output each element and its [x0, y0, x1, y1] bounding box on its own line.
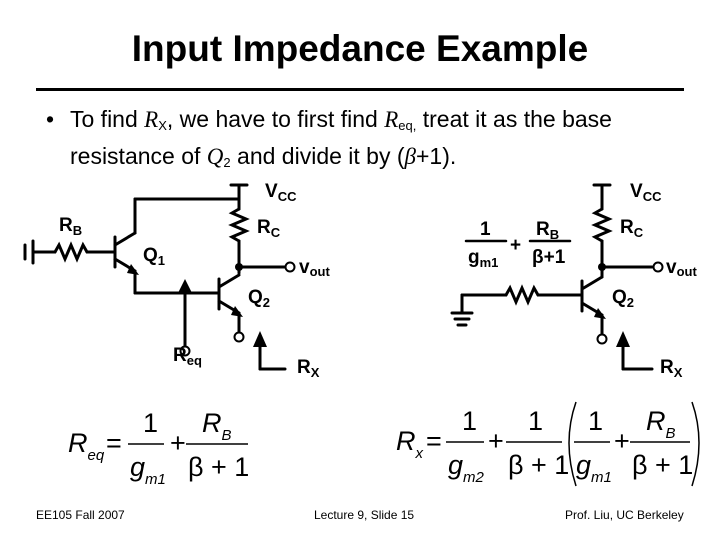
equivalent-resistor — [504, 284, 540, 306]
beta-plus-one-label: β+1 — [532, 247, 566, 268]
fraction-numerator-one: 1 — [480, 219, 491, 240]
title-divider — [36, 88, 684, 91]
gm1-denominator: gm1 — [130, 452, 166, 488]
req-lhs: Req — [68, 428, 105, 464]
q1-label: Q1 — [143, 245, 165, 268]
req-subscript: eq, — [398, 118, 417, 133]
req-arrowhead — [178, 279, 192, 293]
q2-emitter-arrow — [594, 308, 606, 319]
footer-author: Prof. Liu, UC Berkeley — [565, 508, 684, 522]
rb-resistor — [53, 241, 89, 263]
gm2-denominator: gm2 — [448, 450, 485, 486]
numerator-one: 1 — [528, 406, 543, 436]
vout-node — [598, 263, 606, 271]
beta-plus-one-denominator: β + 1 — [188, 452, 249, 482]
equals-sign: = — [106, 428, 122, 458]
right-circuit-diagram: VCC RC Q2 vout RX 1 gm1 + RB β+1 — [450, 181, 697, 380]
footer-course: EE105 Fall 2007 — [36, 508, 125, 522]
left-circuit-diagram: VCC RB RC Q1 Q2 vout Req RX — [23, 181, 330, 380]
q1-emitter-arrow — [127, 264, 139, 275]
bullet-text: To find RX, we have to first find Req, t… — [70, 104, 670, 178]
rb-label: RB — [536, 219, 559, 242]
beta-plus-one-denominator: β + 1 — [508, 450, 569, 480]
bullet-part: To find — [70, 106, 145, 132]
q2-emitter-terminal — [596, 333, 608, 345]
bullet-part: treat it as the base resistance of — [70, 106, 612, 169]
q2-collector — [217, 273, 241, 289]
q2-label: Q2 — [248, 287, 270, 310]
bullet-dot: • — [46, 106, 55, 132]
beta-symbol: β — [404, 144, 416, 169]
bullet-part: and divide it by ( — [230, 143, 405, 169]
q-subscript: 2 — [223, 155, 231, 170]
plus-sign: + — [614, 426, 630, 456]
left-parenthesis — [568, 401, 577, 487]
right-parenthesis — [691, 401, 700, 487]
q2-emitter-terminal — [233, 331, 245, 343]
q-symbol: Q — [206, 144, 224, 169]
bullet-part: , we have to first find — [166, 106, 385, 132]
plus-sign: + — [488, 426, 504, 456]
footer-slide-number: Lecture 9, Slide 15 — [314, 508, 415, 522]
rx-arrowhead — [616, 331, 630, 347]
numerator-one: 1 — [462, 406, 477, 436]
equals-sign: = — [426, 426, 442, 456]
vout-label: vout — [299, 257, 330, 279]
vout-label: vout — [666, 257, 697, 279]
vout-terminal — [652, 261, 664, 273]
rc-resistor — [228, 207, 250, 243]
req-symbol: R — [384, 107, 399, 132]
beta-plus-one-denominator: β + 1 — [632, 450, 693, 480]
slide-title: Input Impedance Example — [131, 28, 589, 69]
req-terminal — [179, 345, 191, 357]
bullet-part: +1). — [416, 143, 457, 169]
rx-label: RX — [660, 357, 683, 380]
gm1-label: gm1 — [468, 247, 498, 270]
req-equation: Req = 1 gm1 + RB β + 1 — [68, 408, 249, 488]
plus-sign: + — [170, 428, 186, 458]
req-label: Req — [173, 345, 202, 368]
numerator-one: 1 — [143, 408, 158, 438]
rx-lhs: Rx — [396, 426, 424, 462]
q2-label: Q2 — [612, 287, 634, 310]
q2-collector — [580, 275, 604, 291]
rb-label: RB — [59, 215, 82, 238]
gm1-denominator: gm1 — [576, 450, 612, 486]
q1-collector — [113, 231, 137, 247]
rb-numerator: RB — [646, 406, 676, 442]
plus-sign: + — [510, 235, 521, 256]
rc-label: RC — [620, 217, 644, 240]
rx-subscript: X — [158, 118, 167, 133]
vout-node — [235, 263, 243, 271]
rc-label: RC — [257, 217, 281, 240]
rx-arrowhead — [253, 331, 267, 347]
rx-label: RX — [297, 357, 320, 380]
rc-resistor — [591, 207, 613, 243]
numerator-one: 1 — [588, 406, 603, 436]
vcc-label: VCC — [265, 181, 297, 204]
q2-emitter-arrow — [231, 306, 243, 317]
rb-numerator: RB — [202, 408, 232, 444]
vcc-label: VCC — [630, 181, 662, 204]
vout-terminal — [284, 261, 296, 273]
rx-equation: Rx = 1 gm2 + 1 β + 1 1 gm1 + RB β + 1 — [396, 401, 700, 487]
rx-symbol: R — [144, 107, 159, 132]
